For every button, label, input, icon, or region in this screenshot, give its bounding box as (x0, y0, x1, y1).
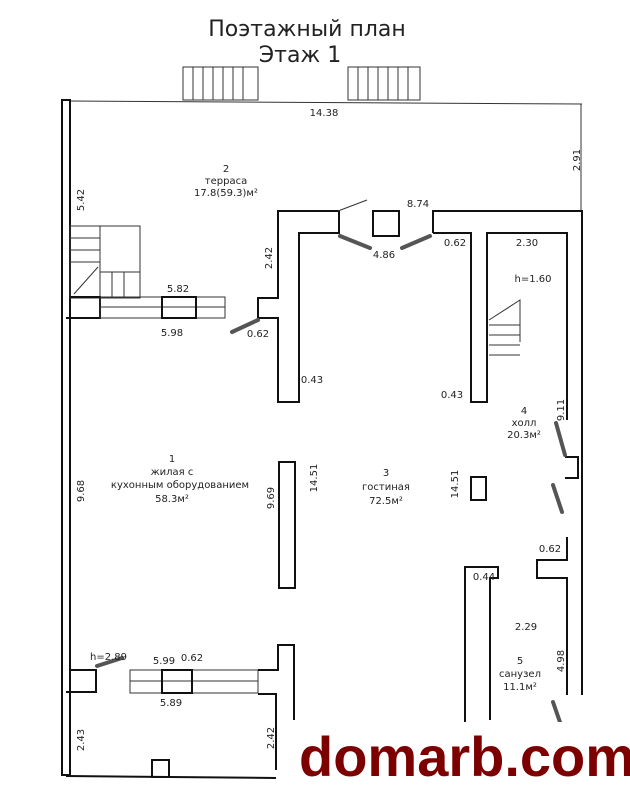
svg-text:2.42: 2.42 (266, 727, 277, 749)
svg-text:h=1.60: h=1.60 (515, 274, 552, 285)
svg-text:h=2.89: h=2.89 (90, 652, 127, 663)
svg-text:3: 3 (383, 468, 389, 479)
svg-text:72.5м²: 72.5м² (369, 496, 403, 507)
svg-text:0.62: 0.62 (181, 653, 203, 664)
svg-text:5.99: 5.99 (153, 656, 175, 667)
svg-text:5: 5 (517, 656, 523, 667)
svg-text:9.11: 9.11 (556, 399, 567, 421)
svg-text:20.3м²: 20.3м² (507, 430, 541, 441)
room-2-label: 2 терраса 17.8(59.3)м² (194, 164, 258, 199)
watermark: domarb.com (293, 722, 630, 803)
svg-text:0.44: 0.44 (473, 572, 495, 583)
room-3-label: 3 гостиная 72.5м² (362, 468, 410, 507)
svg-text:2.30: 2.30 (516, 238, 538, 249)
svg-text:0.43: 0.43 (441, 390, 463, 401)
svg-text:1: 1 (169, 454, 175, 465)
dimension-labels: 14.38 2.91 5.42 8.74 2.42 4.86 0.62 2.30… (76, 108, 583, 751)
svg-text:холл: холл (512, 418, 537, 429)
svg-text:жилая с: жилая с (151, 467, 194, 478)
entrance-steps (182, 66, 421, 101)
svg-text:гостиная: гостиная (362, 482, 410, 493)
svg-text:4: 4 (521, 406, 527, 417)
svg-text:11.1м²: 11.1м² (503, 682, 537, 693)
terrace-edge (69, 100, 583, 105)
svg-text:2.43: 2.43 (76, 729, 87, 751)
watermark-text: domarb.com (299, 725, 630, 788)
svg-text:5.42: 5.42 (76, 189, 87, 211)
room-4-label: 4 холл 20.3м² (507, 406, 541, 441)
room-1-label: 1 жилая с кухонным оборудованием 58.3м² (111, 454, 249, 505)
svg-text:14.38: 14.38 (310, 108, 339, 119)
svg-text:5.82: 5.82 (167, 284, 189, 295)
svg-text:0.62: 0.62 (444, 238, 466, 249)
floor-label: Этаж 1 (259, 43, 341, 68)
svg-text:58.3м²: 58.3м² (155, 494, 189, 505)
svg-text:14.51: 14.51 (450, 470, 461, 499)
svg-text:4.86: 4.86 (373, 250, 395, 261)
svg-text:17.8(59.3)м²: 17.8(59.3)м² (194, 188, 258, 199)
svg-text:14.51: 14.51 (309, 464, 320, 493)
svg-text:0.62: 0.62 (247, 329, 269, 340)
svg-text:2.42: 2.42 (264, 247, 275, 269)
doors (95, 199, 567, 730)
svg-text:0.43: 0.43 (301, 375, 323, 386)
svg-text:9.68: 9.68 (76, 480, 87, 502)
svg-text:5.89: 5.89 (160, 698, 182, 709)
plan-title: Поэтажный план (208, 17, 406, 42)
svg-text:8.74: 8.74 (407, 199, 429, 210)
svg-text:5.98: 5.98 (161, 328, 183, 339)
svg-text:2.91: 2.91 (572, 149, 583, 171)
svg-text:кухонным оборудованием: кухонным оборудованием (111, 480, 249, 491)
svg-text:терраса: терраса (205, 176, 247, 187)
svg-text:9.69: 9.69 (266, 487, 277, 509)
svg-text:2.29: 2.29 (515, 622, 537, 633)
room-5-label: 5 санузел 11.1м² (499, 656, 541, 693)
svg-text:санузел: санузел (499, 669, 541, 680)
svg-text:4.98: 4.98 (556, 650, 567, 672)
svg-text:0.62: 0.62 (539, 544, 561, 555)
walls (61, 99, 583, 790)
svg-text:2: 2 (223, 164, 229, 175)
